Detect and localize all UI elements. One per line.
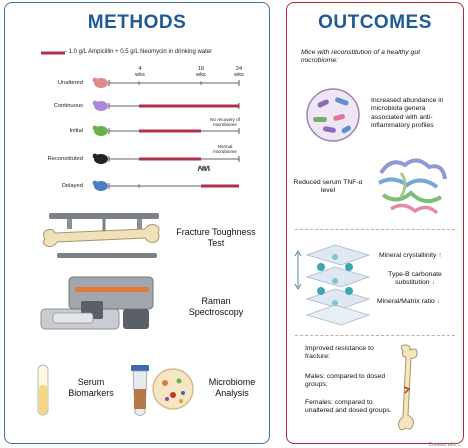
microbiota-illustration (306, 88, 360, 142)
carbonate-substitution-row: Type-B carbonate substitution ↓ (377, 271, 453, 287)
methods-title: METHODS (87, 12, 187, 33)
arrow-up-icon: ↑ (438, 252, 442, 259)
outcome-divider-1 (295, 229, 455, 230)
mineral-matrix-ratio-text: Mineral/Matrix ratio (377, 298, 435, 305)
timeline-diagram (92, 77, 240, 191)
serum-biomarkers-label: Serum Biomarkers (68, 377, 114, 399)
microbiome-analysis-label: Microbiome Analysis (208, 377, 256, 399)
methods-panel: METHODS - 1.0 g/L Ampicillin + 0.5 g/L N… (4, 2, 270, 444)
dosing-legend-text: - 1.0 g/L Ampicillin + 0.5 g/L Neomycin … (65, 49, 213, 55)
mineral-lattice-illustration (294, 244, 371, 326)
group-label-delayed: Delayed (61, 183, 83, 189)
mineral-crystallinity-text: Mineral crystallinity (379, 252, 437, 259)
outcome-divider-2 (295, 335, 455, 336)
timeline-row-delayed (92, 180, 239, 191)
raman-spectroscopy-label: Raman Spectroscopy (188, 296, 244, 318)
group-label-unaltered: Unaltered (57, 80, 83, 86)
carbonate-substitution-text: Type-B carbonate substitution (388, 271, 442, 287)
fracture-test-illustration (42, 213, 160, 258)
normal-microbiome-note: Normal microbiome (213, 144, 237, 155)
fracture-resistance-text: Improved resistance to fracture: (305, 345, 374, 361)
timeline-row-reconstituted (92, 153, 240, 172)
mineral-matrix-ratio-row: Mineral/Matrix ratio ↓ (377, 298, 459, 306)
no-recovery-note: No recovery of microbiome (210, 117, 240, 128)
microbiome-sample-illustration (131, 365, 194, 416)
tnf-protein-illustration (378, 158, 447, 215)
microbiota-outcome-text: Increased abundance in microbiota genera… (371, 97, 444, 130)
females-comparison-text: Females: compared to unaltered and dosed… (305, 399, 392, 415)
group-label-initial: Initial (69, 128, 83, 134)
outcomes-subtitle: Mice with reconstitution of a healthy gu… (301, 49, 421, 65)
outcomes-title: OUTCOMES (318, 12, 432, 33)
timeline-row-unaltered (92, 77, 240, 88)
dosing-bar-icon (41, 51, 65, 55)
dosing-legend (41, 50, 65, 56)
timeline-row-continuous (92, 100, 240, 111)
fracture-toughness-test-label: Fracture Toughness Test (176, 227, 256, 249)
credit-text: Created with ... (428, 442, 462, 448)
serum-tube-icon (37, 364, 49, 416)
mineral-crystallinity-row: Mineral crystallinity ↑ (379, 252, 459, 260)
males-comparison-text: Males: compared to dosed groups; (305, 373, 386, 389)
fmt-label: FMT (198, 167, 211, 173)
timeline-row-initial (92, 125, 240, 136)
femur-bone-illustration (398, 344, 418, 431)
group-label-continuous: Continuous (53, 103, 83, 109)
group-label-reconstituted: Reconstituted (47, 156, 83, 162)
arrow-down-icon: ↓ (436, 298, 441, 305)
tnf-outcome-text: Reduced serum TNF-α level (293, 179, 363, 195)
outcomes-panel: OUTCOMES Mice with reconstitution of a h… (286, 2, 464, 444)
raman-spectrometer-illustration (40, 276, 154, 330)
arrow-down-icon: ↓ (431, 279, 435, 287)
